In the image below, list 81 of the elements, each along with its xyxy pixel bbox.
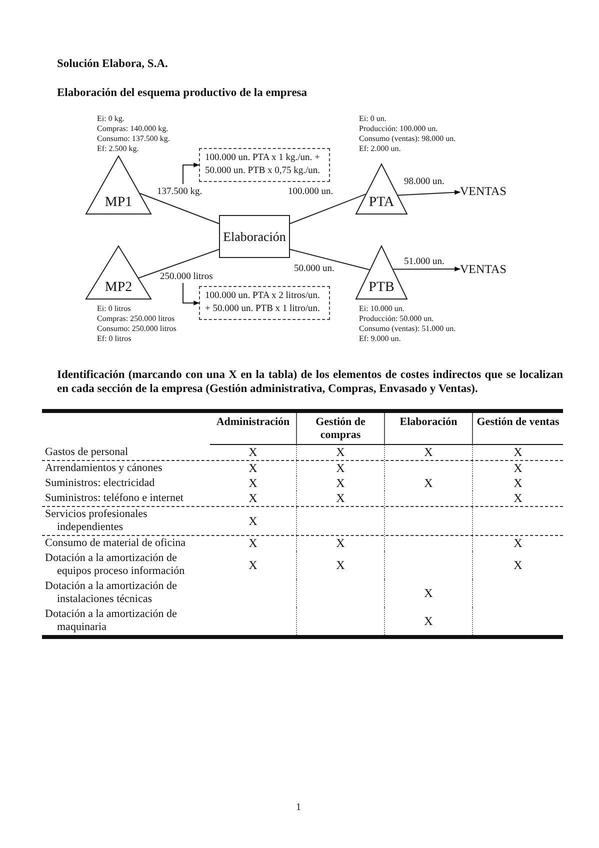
arrow [182, 162, 200, 184]
mark-x: X [336, 558, 345, 572]
stock-note: Ef: 0 litros [97, 334, 132, 344]
stock-note: Compras: 250.000 litros [97, 314, 176, 324]
stock-note: Compras: 140.000 kg. [97, 124, 170, 134]
mark-x: X [424, 446, 433, 459]
connector-line [139, 192, 220, 224]
section-heading: Elaboración del esquema productivo de la empresa [57, 86, 308, 101]
mark-x: X [248, 492, 258, 505]
mark-x: X [248, 537, 258, 550]
row-label: Suministros: electricidad [44, 476, 156, 491]
arrow [392, 266, 461, 272]
node-label: PTB [368, 281, 394, 295]
mark-x: X [514, 462, 522, 475]
mark-x: X [336, 462, 345, 475]
mark-x: X [514, 558, 522, 572]
process-box: Elaboración [219, 215, 290, 258]
destination-label: VENTAS [460, 183, 510, 199]
stock-note: Producción: 50.000 un. [359, 314, 435, 324]
node-label: MP2 [104, 281, 132, 295]
row-label: Suministros: teléfono e internet [44, 491, 184, 506]
formula-box: 100.000 un. PTA x 2 litros/un. + 50.000 un. PTB x 1 litro/un. [199, 286, 330, 320]
mark-x: X [336, 537, 345, 550]
mark-x: X [424, 586, 433, 600]
stock-note: Ef: 9.000 un. [359, 334, 402, 344]
stock-note: Consumo: 250.000 litros [97, 324, 176, 334]
mark-x: X [248, 514, 258, 528]
connector-line [138, 248, 220, 278]
mark-x: X [424, 477, 433, 490]
stock-note: Ef: 2.500 kg. [97, 144, 140, 154]
mark-x: X [248, 462, 258, 475]
row-label: Consumo de material de oficina [44, 536, 187, 551]
connector-line [290, 248, 370, 270]
row-label: Dotación a la amortización de equipos proceso información [44, 551, 186, 579]
mark-x: X [424, 614, 433, 628]
edge-label: 137.500 kg. [157, 186, 202, 198]
stock-note: Consumo (ventas): 98.000 un. [359, 134, 456, 144]
instruction-paragraph: Identificación (marcando con una X en la tabla) de los elementos de costes indirectos que se localizan en cada sección de la empresa (Gestión administrativa, Compras, Envasado y Ventas). [57, 368, 563, 396]
formula-box: 100.000 un. PTA x 1 kg./un. + 50.000 un. PTB x 0,75 kg./un. [199, 148, 330, 182]
page-number: 1 [296, 801, 301, 815]
mark-x: X [248, 558, 258, 572]
column-header: Administración [210, 413, 296, 445]
column-header: Gestión de ventas [472, 413, 563, 445]
row-label: Dotación a la amortización de instalaciones técnicas [44, 579, 178, 607]
mark-x: X [514, 492, 522, 505]
mark-x: X [336, 477, 345, 490]
connector-line [290, 194, 366, 224]
mark-x: X [336, 446, 345, 459]
edge-label: 250.000 litros [160, 271, 213, 283]
mark-x: X [514, 537, 522, 550]
node-label: MP1 [104, 196, 132, 210]
edge-label: 98.000 un. [404, 176, 444, 188]
edge-label: 50.000 un. [294, 263, 334, 275]
destination-label: VENTAS [460, 261, 510, 277]
edge-label: 51.000 un. [404, 256, 444, 268]
arrow [182, 282, 200, 306]
page-title: Solución Elabora, S.A. [57, 57, 168, 72]
edge-label: 100.000 un. [288, 186, 334, 198]
stock-note: Ei: 0 litros [97, 304, 132, 314]
row-label: Gastos de personal [44, 445, 130, 460]
row-label: Arrendamientos y cánones [44, 461, 164, 476]
stock-note: Ei: 0 un. [359, 114, 388, 124]
stock-note: Ei: 10.000 un. [359, 304, 406, 314]
stock-note: Consumo (ventas): 51.000 un. [359, 324, 456, 334]
stock-note: Ef: 2.000 un. [359, 144, 402, 154]
column-header: Elaboración [384, 413, 472, 445]
row-label: Dotación a la amortización de maquinaria [44, 607, 178, 635]
mark-x: X [248, 477, 258, 490]
node-label: PTA [368, 196, 394, 210]
mark-x: X [248, 446, 258, 459]
stock-note: Producción: 100.000 un. [359, 124, 439, 134]
mark-x: X [514, 477, 522, 490]
stock-note: Ei: 0 kg. [97, 114, 126, 124]
mark-x: X [514, 446, 522, 459]
row-label: Servicios profesionales independientes [44, 507, 148, 535]
triangle-node [85, 155, 152, 215]
column-header: Gestión de compras [296, 413, 384, 445]
stock-note: Consumo: 137.500 kg. [97, 134, 170, 144]
triangle-node [85, 245, 152, 300]
mark-x: X [336, 492, 345, 505]
arrow [397, 190, 461, 196]
